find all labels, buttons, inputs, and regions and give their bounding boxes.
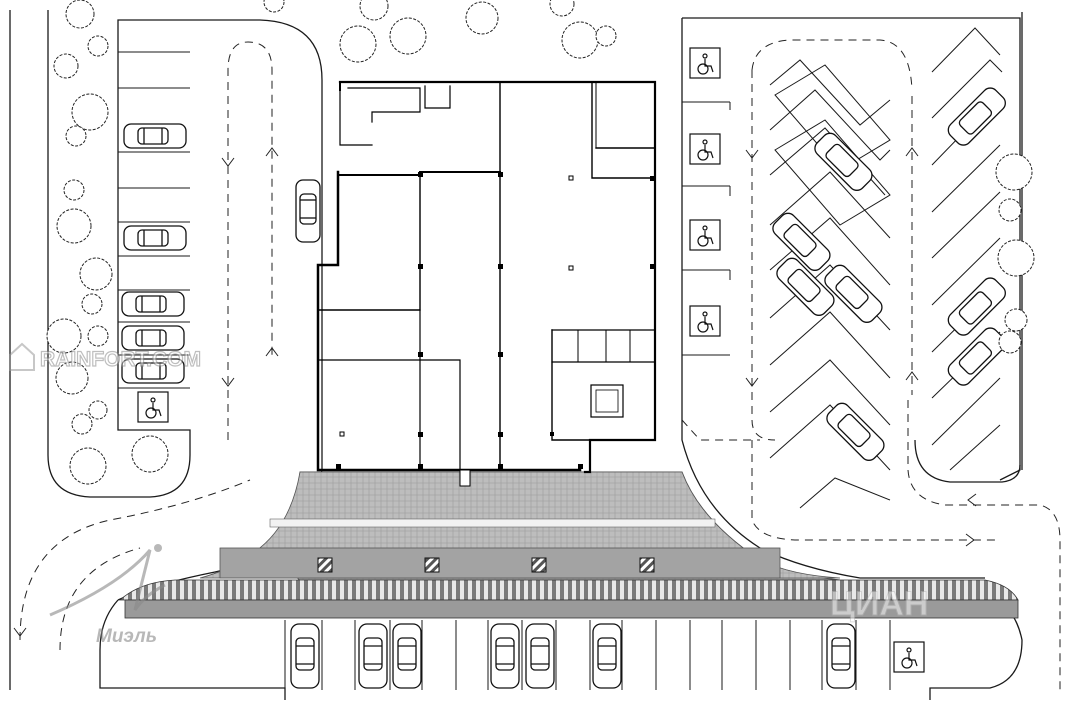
wheelchair-icon (689, 219, 721, 251)
columns (336, 172, 655, 469)
tree (79, 257, 113, 291)
tree (87, 35, 109, 57)
car (814, 132, 873, 191)
elevator (590, 384, 624, 418)
tree (88, 400, 108, 420)
car (358, 623, 388, 689)
tree (263, 0, 285, 13)
watermark-brand-text: Миэль (96, 626, 157, 647)
tree (595, 25, 617, 47)
building (316, 80, 657, 487)
car (826, 402, 885, 461)
entrance-step (459, 469, 471, 487)
watermark-right-text: ЦИАН (830, 585, 928, 623)
wheelchair-icon (689, 305, 721, 337)
tree (561, 21, 599, 59)
tree (465, 1, 499, 35)
angled-stalls (769, 27, 1003, 509)
car (121, 291, 185, 317)
car (490, 623, 520, 689)
tree (53, 53, 79, 79)
accessible-signs (137, 47, 925, 673)
car (290, 623, 320, 689)
car (776, 257, 835, 316)
car (947, 87, 1006, 146)
paving-plaza (118, 471, 1019, 619)
tree (998, 330, 1022, 354)
car (123, 225, 187, 251)
watermark-site-text: RAINFORT.COM (40, 348, 201, 371)
car (947, 327, 1006, 386)
tree (71, 93, 109, 131)
left-parking-stalls (118, 51, 190, 431)
tree (71, 413, 93, 435)
car (392, 623, 422, 689)
car (525, 623, 555, 689)
tree (995, 153, 1033, 191)
watermark-brand: Миэль (49, 544, 166, 647)
wheelchair-icon (137, 391, 169, 423)
car (295, 179, 321, 243)
tree (997, 239, 1035, 277)
trees (46, 0, 1035, 485)
car (947, 277, 1006, 336)
tree (69, 447, 107, 485)
tree (46, 318, 82, 354)
tree (87, 325, 109, 347)
car (826, 623, 856, 689)
tree (1004, 308, 1028, 332)
car (824, 264, 883, 323)
wheelchair-icon (893, 641, 925, 673)
wheelchair-icon (689, 133, 721, 165)
tree (339, 25, 377, 63)
tree (131, 435, 169, 473)
tree (55, 361, 89, 395)
tree (998, 198, 1022, 222)
car (772, 212, 831, 271)
car (592, 623, 622, 689)
planter-1 (317, 557, 333, 573)
car (121, 325, 185, 351)
wheelchair-icon (689, 47, 721, 79)
drive-lanes (19, 39, 1061, 690)
tree (65, 125, 87, 147)
planter-3 (531, 557, 547, 573)
tree (549, 0, 575, 17)
tree (359, 0, 389, 21)
bottom-parking-stalls (284, 620, 891, 690)
tree (63, 179, 85, 201)
direction-arrows (13, 147, 977, 637)
planter-4 (639, 557, 655, 573)
tree (65, 0, 95, 29)
accessible-stalls (682, 101, 731, 356)
car (123, 123, 187, 149)
tree (389, 17, 427, 55)
cars (121, 87, 1006, 689)
tree (56, 208, 92, 244)
watermark-site: RAINFORT.COM (9, 342, 202, 372)
planter-2 (424, 557, 440, 573)
tree (81, 293, 103, 315)
car (121, 358, 185, 384)
